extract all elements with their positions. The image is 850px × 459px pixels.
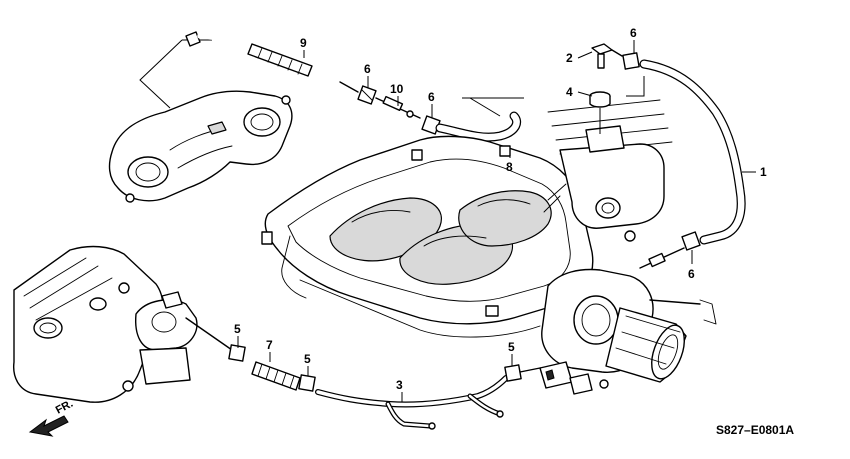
front-arrow-icon (28, 415, 69, 437)
clamp-6-upper-right (622, 52, 645, 97)
pipe-3 (315, 375, 509, 430)
callout-5-right: 5 (508, 340, 515, 354)
front-label: FR. (54, 398, 75, 417)
clamp-6-right (681, 231, 701, 251)
cylinder-head-right (543, 99, 673, 242)
callout-4: 4 (566, 85, 573, 99)
callout-5-left: 5 (234, 322, 241, 336)
callout-9: 9 (300, 36, 307, 50)
hose-9 (185, 31, 359, 93)
hose-7 (251, 361, 301, 391)
callout-2: 2 (566, 51, 573, 65)
intake-plenum (261, 135, 594, 338)
pcv-valve-2 (591, 43, 623, 69)
callout-6-right: 6 (688, 267, 695, 281)
hose-8 (435, 97, 524, 142)
callout-10: 10 (390, 82, 404, 96)
callout-5-mid: 5 (304, 352, 311, 366)
callout-6-upper-left: 6 (364, 62, 371, 76)
fitting-right (639, 247, 685, 269)
callout-3: 3 (396, 378, 403, 392)
callout-6-upper-right: 6 (630, 26, 637, 40)
callout-6-mid: 6 (428, 90, 435, 104)
callout-7: 7 (266, 338, 273, 352)
callout-1: 1 (760, 165, 767, 179)
hose-1 (639, 59, 746, 245)
clamp-5-left (228, 344, 246, 362)
cylinder-head-left (13, 245, 233, 403)
clamp-5-mid (298, 374, 316, 392)
callout-leaders (237, 40, 756, 402)
connector-10 (375, 95, 421, 119)
clamp-6-upper-left (357, 85, 377, 105)
callout-8: 8 (506, 160, 513, 174)
clamp-5-right (504, 364, 541, 382)
throttle-body (539, 268, 717, 395)
intake-manifold-section (108, 90, 293, 203)
diagram-code: S827–E0801A (716, 423, 794, 437)
leader-line (139, 39, 183, 109)
grommet-4 (589, 91, 611, 134)
